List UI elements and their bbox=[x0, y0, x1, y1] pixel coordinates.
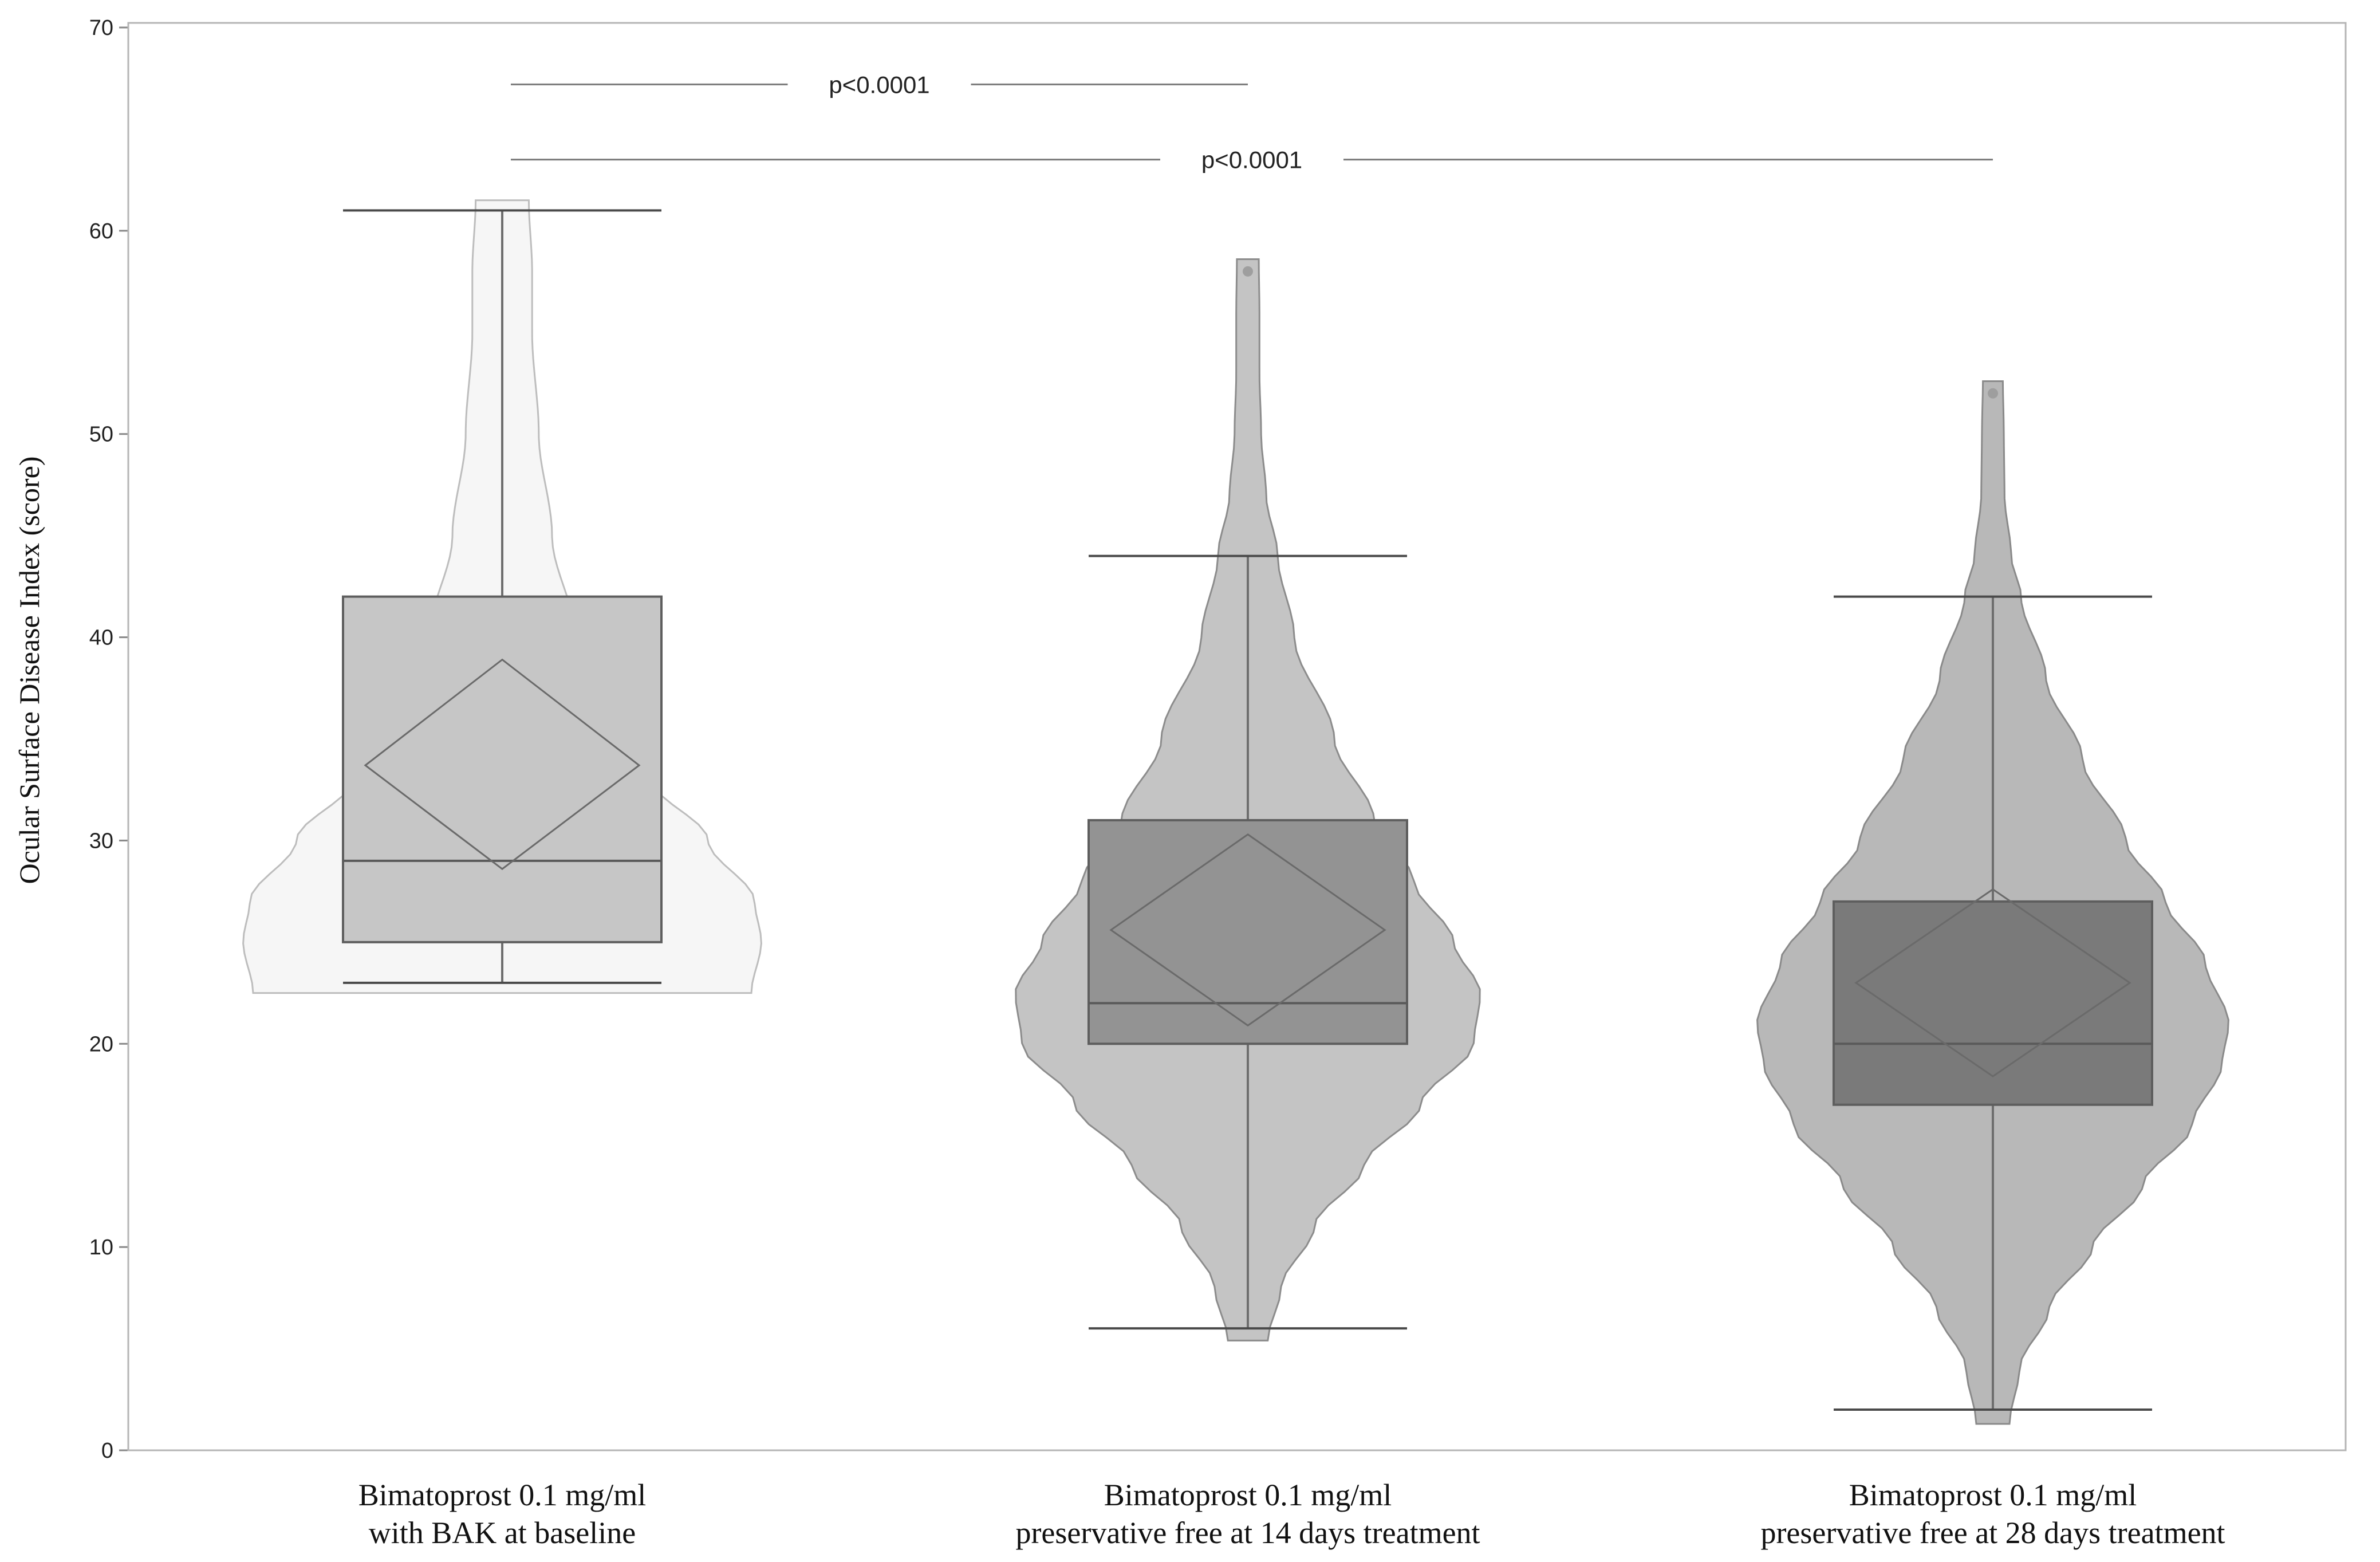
x-category-label-2: Bimatoprost 0.1 mg/ml preservative free a… bbox=[1015, 1478, 1480, 1550]
x-category-label-line: with BAK at baseline bbox=[369, 1516, 636, 1550]
mean-diamond bbox=[1854, 888, 2131, 1077]
significance-bracket-2: p<0.0001 bbox=[511, 147, 1993, 174]
violin-group-3 bbox=[1756, 380, 2229, 1425]
significance-annotations: p<0.0001 p<0.0001 bbox=[511, 71, 1993, 174]
iqr-box bbox=[342, 595, 663, 943]
y-tick-label: 30 bbox=[89, 829, 113, 853]
plot-frame bbox=[127, 22, 2347, 1451]
y-tick-label: 40 bbox=[89, 626, 113, 650]
y-axis: 0 10 20 30 40 50 60 70 bbox=[89, 16, 128, 1463]
violin-group-1 bbox=[242, 199, 762, 994]
outlier-point bbox=[1243, 266, 1253, 277]
significance-bracket-1: p<0.0001 bbox=[511, 71, 1248, 98]
x-category-label-line: Bimatoprost 0.1 mg/ml bbox=[1849, 1478, 2137, 1512]
plot-area bbox=[242, 199, 2229, 1425]
x-axis-category-labels: Bimatoprost 0.1 mg/ml with BAK at baselin… bbox=[358, 1478, 2225, 1550]
p-value-label: p<0.0001 bbox=[1201, 147, 1302, 174]
x-category-label-line: Bimatoprost 0.1 mg/ml bbox=[358, 1478, 647, 1512]
y-tick-label: 70 bbox=[89, 16, 113, 40]
y-tick-label: 10 bbox=[89, 1236, 113, 1260]
x-category-label-line: preservative free at 14 days treatment bbox=[1015, 1516, 1480, 1550]
y-tick-label: 50 bbox=[89, 423, 113, 447]
outlier-point bbox=[1988, 388, 1998, 399]
x-category-label-3: Bimatoprost 0.1 mg/ml preservative free a… bbox=[1760, 1478, 2225, 1550]
mean-diamond bbox=[364, 658, 641, 870]
violin-group-2 bbox=[1015, 258, 1481, 1341]
iqr-box bbox=[1087, 819, 1408, 1045]
p-value-label: p<0.0001 bbox=[829, 71, 929, 98]
y-tick-label: 0 bbox=[101, 1439, 113, 1463]
y-tick-label: 20 bbox=[89, 1032, 113, 1056]
y-axis-label: Ocular Surface Disease Index (score) bbox=[13, 457, 45, 884]
mean-diamond bbox=[1109, 833, 1386, 1027]
x-category-label-line: Bimatoprost 0.1 mg/ml bbox=[1104, 1478, 1392, 1512]
x-category-label-1: Bimatoprost 0.1 mg/ml with BAK at baselin… bbox=[358, 1478, 647, 1550]
x-category-label-line: preservative free at 28 days treatment bbox=[1760, 1516, 2225, 1550]
iqr-box bbox=[1833, 900, 2153, 1106]
y-tick-label: 60 bbox=[89, 219, 113, 243]
